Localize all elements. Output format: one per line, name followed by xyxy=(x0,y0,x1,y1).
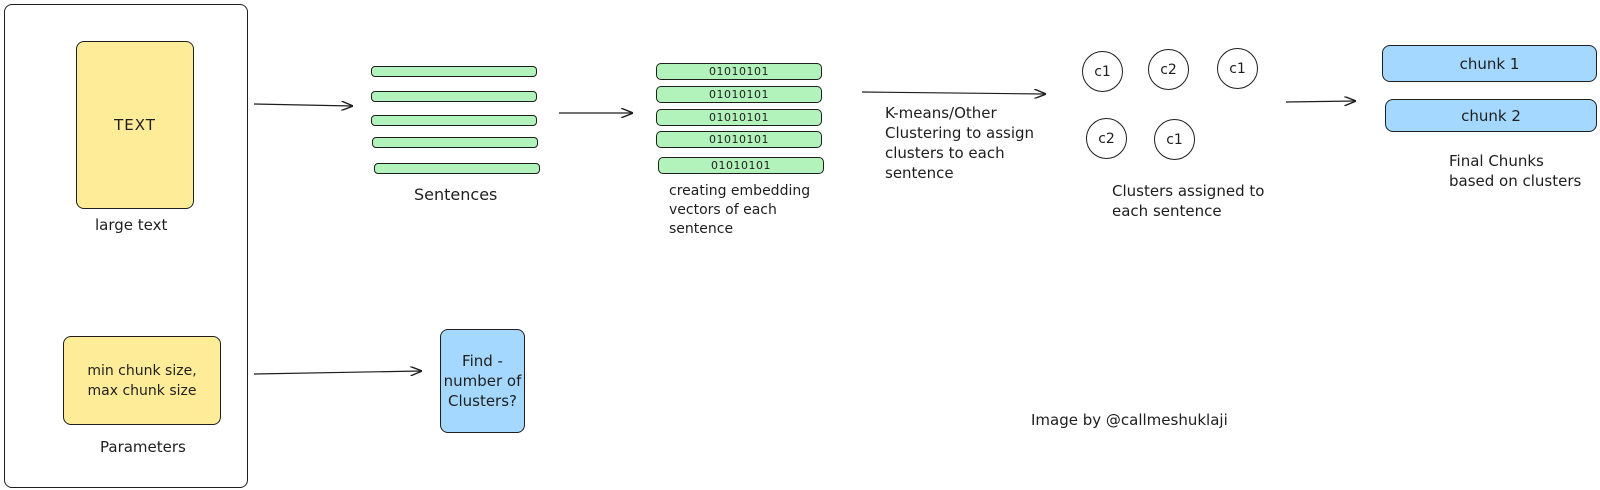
clustering-label-line: K-means/Other xyxy=(885,104,997,122)
text-card-label: TEXT xyxy=(114,116,156,134)
cluster-circle: c2 xyxy=(1086,118,1127,159)
chunks-caption-line: Final Chunks xyxy=(1449,152,1544,170)
embeddings-caption-line: creating embedding xyxy=(669,183,811,199)
cluster-circle: c1 xyxy=(1217,48,1258,89)
arrow-embeddings-to-clusters xyxy=(861,92,1045,94)
clusters-caption: Clusters assigned to each sentence xyxy=(1112,181,1264,221)
find-clusters-line: number of xyxy=(443,372,522,390)
params-line-1: min chunk size, xyxy=(87,362,197,379)
chunks-caption-line: based on clusters xyxy=(1449,172,1582,190)
sentences-caption: Sentences xyxy=(414,185,498,204)
embedding-vector: 01010101 xyxy=(656,131,822,148)
chunks-caption: Final Chunks based on clusters xyxy=(1449,151,1581,191)
chunk-card: chunk 1 xyxy=(1382,45,1597,82)
image-credit: Image by @callmeshuklaji xyxy=(1031,411,1228,429)
clustering-label-line: Clustering to assign xyxy=(885,124,1035,142)
chunk-label: chunk 2 xyxy=(1461,106,1521,125)
clustering-label-line: clusters to each xyxy=(885,144,1005,162)
find-clusters-line: Clusters? xyxy=(447,392,518,410)
clustering-label: K-means/Other Clustering to assign clust… xyxy=(885,103,1034,183)
clustering-label-line: sentence xyxy=(885,164,954,182)
embedding-vector: 01010101 xyxy=(656,63,822,80)
embeddings-caption-line: sentence xyxy=(669,221,734,237)
embeddings-caption: creating embedding vectors of each sente… xyxy=(669,182,810,239)
chunk-card: chunk 2 xyxy=(1385,99,1597,132)
embedding-vector: 01010101 xyxy=(656,86,822,103)
arrow-text-to-sentences xyxy=(253,104,352,106)
params-line-2: max chunk size xyxy=(87,382,197,399)
text-card: TEXT xyxy=(76,41,194,209)
params-caption: Parameters xyxy=(100,438,186,456)
clusters-caption-line: each sentence xyxy=(1112,202,1222,220)
arrow-params-to-find xyxy=(253,371,421,374)
clusters-caption-line: Clusters assigned to xyxy=(1112,182,1265,200)
params-card: min chunk size, max chunk size xyxy=(63,336,221,425)
sentence-bar xyxy=(372,137,538,148)
embeddings-caption-line: vectors of each xyxy=(669,202,777,218)
find-clusters-line: Find - xyxy=(462,352,503,370)
sentence-bar xyxy=(371,66,537,77)
find-clusters-card: Find - number of Clusters? xyxy=(440,329,525,433)
arrow-clusters-to-chunks xyxy=(1285,101,1355,102)
sentence-bar xyxy=(371,91,537,102)
text-caption: large text xyxy=(95,216,168,234)
embedding-vector: 01010101 xyxy=(656,109,822,126)
chunk-label: chunk 1 xyxy=(1459,54,1520,73)
sentence-bar xyxy=(371,115,537,126)
cluster-circle: c1 xyxy=(1082,51,1123,92)
cluster-circle: c2 xyxy=(1148,49,1189,90)
cluster-circle: c1 xyxy=(1154,119,1195,160)
embedding-vector: 01010101 xyxy=(658,157,824,174)
sentence-bar xyxy=(374,163,540,174)
